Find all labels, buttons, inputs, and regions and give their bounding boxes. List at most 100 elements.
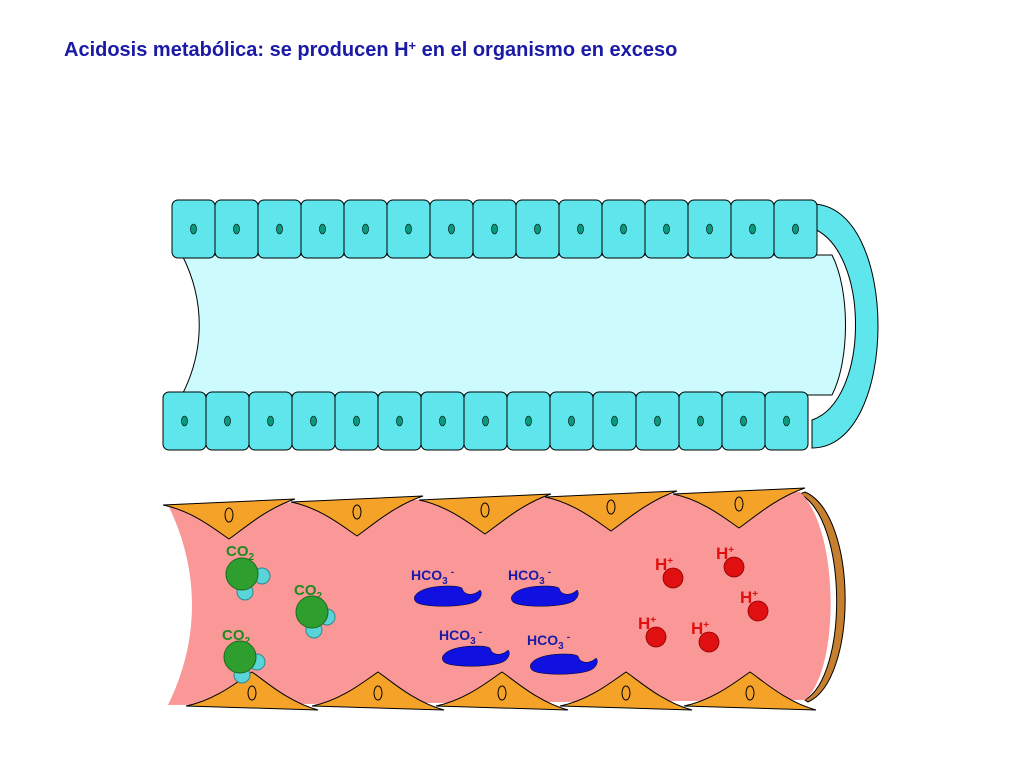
tubule-cell xyxy=(171,199,216,259)
cell-nucleus xyxy=(396,415,403,427)
h-ion-dot xyxy=(747,600,769,622)
cell-nucleus xyxy=(697,415,704,427)
tubule-cell xyxy=(257,199,302,259)
endothelium-top-row xyxy=(162,487,806,540)
cell-nucleus xyxy=(734,496,744,512)
cell-nucleus xyxy=(497,685,507,701)
endothelial-cell-body xyxy=(162,498,296,540)
cell-nucleus xyxy=(568,415,575,427)
tubule-cell xyxy=(687,199,732,259)
co2-molecule-3: CO2 xyxy=(222,627,266,684)
tubule-cell xyxy=(429,199,474,259)
tubule-cell xyxy=(377,391,422,451)
hco3-label: HCO3- xyxy=(527,632,570,652)
hco3-shape xyxy=(442,645,510,667)
page-title: Acidosis metabólica: se producen H+ en e… xyxy=(64,38,677,62)
tubule-cell xyxy=(205,391,250,451)
h-label: H+ xyxy=(691,619,709,638)
hco3-shape xyxy=(414,585,482,607)
h-ion-2: H+ xyxy=(716,544,745,578)
tubule-cell xyxy=(558,199,603,259)
endothelial-cell xyxy=(435,671,569,711)
cell-nucleus xyxy=(482,415,489,427)
cell-nucleus xyxy=(319,223,326,235)
cell-nucleus xyxy=(181,415,188,427)
tubule-cell xyxy=(592,391,637,451)
tubule-cell xyxy=(635,391,680,451)
bicarbonate-ions: HCO3- HCO3- HCO3- HCO3- xyxy=(411,567,598,675)
cell-nucleus xyxy=(233,223,240,235)
endothelial-cell-body xyxy=(559,671,693,711)
tubule-cell xyxy=(420,391,465,451)
tubule-cell xyxy=(678,391,723,451)
co2-molecule-1: CO2 xyxy=(225,543,271,601)
cell-nucleus xyxy=(740,415,747,427)
endothelial-cell-body xyxy=(290,495,424,537)
endothelial-cell-body xyxy=(311,671,445,711)
h-ion-dot xyxy=(662,567,684,589)
h-ion-5: H+ xyxy=(691,619,720,653)
cell-nucleus xyxy=(783,415,790,427)
endothelial-cell-body xyxy=(435,671,569,711)
cell-nucleus xyxy=(439,415,446,427)
h-ion-1: H+ xyxy=(655,555,684,589)
h-ion-dot xyxy=(645,626,667,648)
h-ion-4: H+ xyxy=(638,614,667,648)
cell-nucleus xyxy=(621,685,631,701)
co2-label: CO2 xyxy=(294,582,323,602)
tubule-cell xyxy=(506,391,551,451)
cell-nucleus xyxy=(224,507,234,523)
cell-nucleus xyxy=(362,223,369,235)
endothelial-cell-body xyxy=(672,487,806,529)
tubule-cell xyxy=(472,199,517,259)
tubule-end-cap xyxy=(811,203,879,449)
tubule-cell xyxy=(162,391,207,451)
hco3-label: HCO3- xyxy=(411,567,454,587)
cell-nucleus xyxy=(654,415,661,427)
tubule-top-cell-row xyxy=(171,199,818,259)
cell-nucleus xyxy=(792,223,799,235)
tubule-cell xyxy=(601,199,646,259)
tubule-lumen xyxy=(181,254,846,396)
cell-nucleus xyxy=(373,685,383,701)
cell-nucleus xyxy=(620,223,627,235)
hco3-ion-4: HCO3- xyxy=(527,632,598,675)
endothelial-cell xyxy=(311,671,445,711)
cell-nucleus xyxy=(749,223,756,235)
co2-atom xyxy=(223,640,257,674)
tubule-cell xyxy=(463,391,508,451)
cell-nucleus xyxy=(525,415,532,427)
vessel-wall-end xyxy=(798,491,846,703)
cell-nucleus xyxy=(611,415,618,427)
tubule-cell xyxy=(343,199,388,259)
cell-nucleus xyxy=(247,685,257,701)
h-label: H+ xyxy=(655,555,673,574)
co2-atom xyxy=(225,557,259,591)
hco3-ion-2: HCO3- xyxy=(508,567,579,607)
h-ion-dot xyxy=(723,556,745,578)
tubule-bottom-cell-row xyxy=(162,391,809,451)
endothelial-cell-body xyxy=(544,490,678,532)
h-label: H+ xyxy=(740,588,758,607)
cell-nucleus xyxy=(353,415,360,427)
tubule-cell xyxy=(721,391,766,451)
cell-nucleus xyxy=(606,499,616,515)
tubule-cell xyxy=(730,199,775,259)
renal-tubule xyxy=(162,199,879,451)
hco3-label: HCO3- xyxy=(508,567,551,587)
endothelial-cell xyxy=(290,495,424,537)
title-main: Acidosis metabólica: se producen H xyxy=(64,39,409,61)
cell-nucleus xyxy=(224,415,231,427)
tubule-cell xyxy=(515,199,560,259)
cell-nucleus xyxy=(267,415,274,427)
tubule-cell xyxy=(248,391,293,451)
h-label: H+ xyxy=(716,544,734,563)
tubule-cell xyxy=(214,199,259,259)
h-ion-3: H+ xyxy=(740,588,769,622)
hco3-ion-3: HCO3- xyxy=(439,627,510,667)
endothelial-cell xyxy=(162,498,296,540)
cell-nucleus xyxy=(745,685,755,701)
cell-nucleus xyxy=(352,504,362,520)
h-ion-dot xyxy=(698,631,720,653)
cell-nucleus xyxy=(663,223,670,235)
